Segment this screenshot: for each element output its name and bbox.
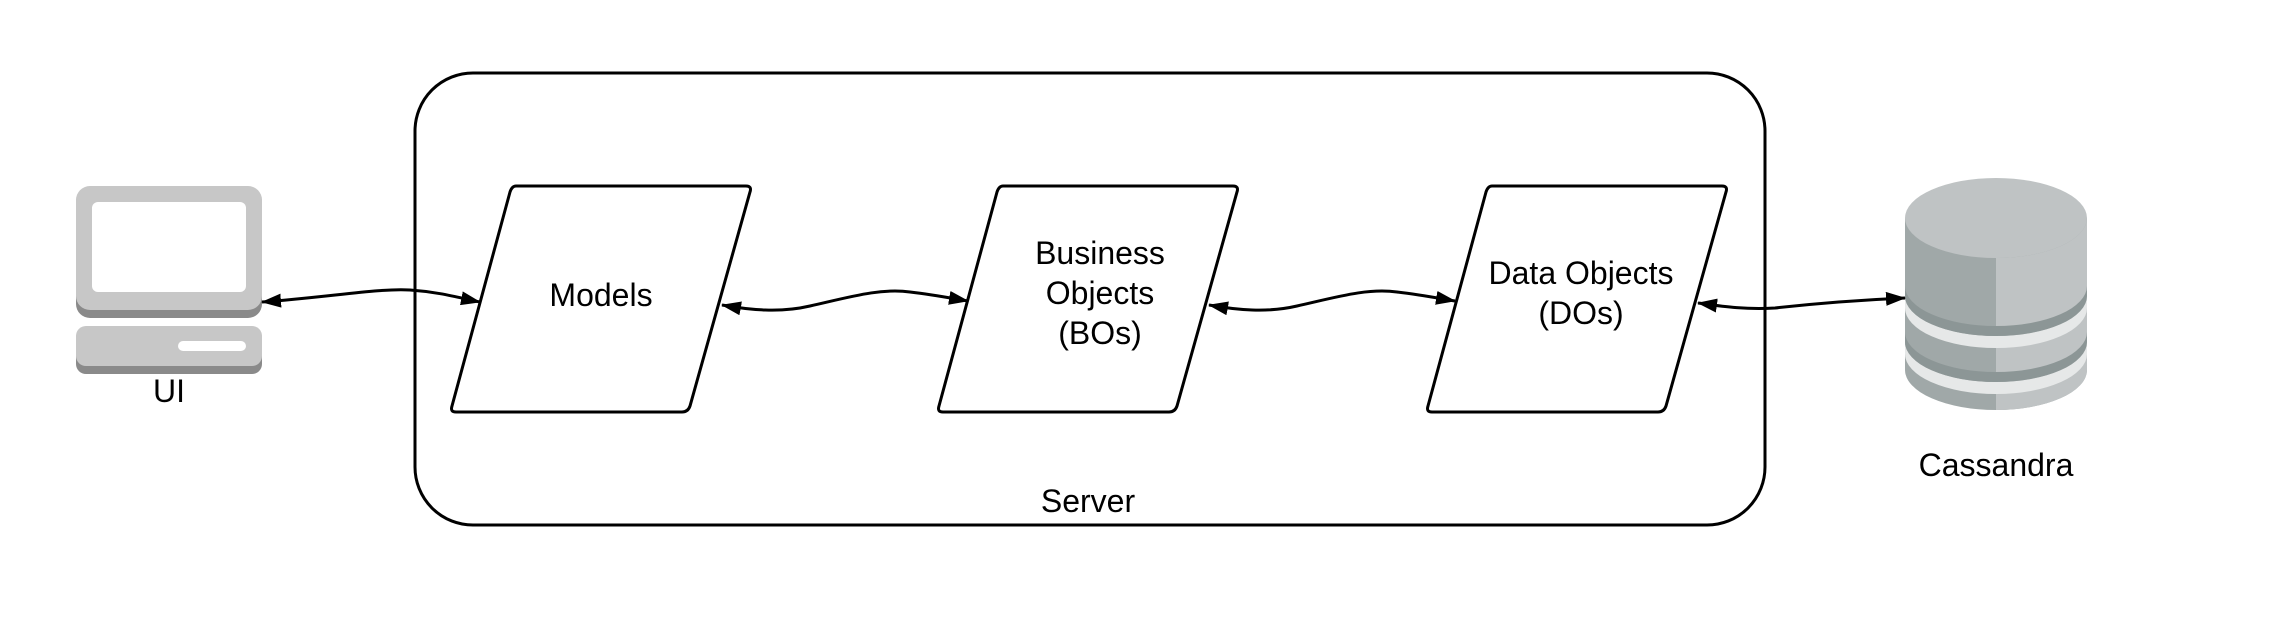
models-node: Models <box>450 184 752 414</box>
business-objects-label-line: Business <box>1035 235 1165 271</box>
data-objects-label-line: Data Objects <box>1489 255 1674 291</box>
business-objects-label-line: (BOs) <box>1058 315 1142 351</box>
computer-icon <box>76 186 262 374</box>
models-label: Models <box>549 277 652 313</box>
ui-label: UI <box>153 373 185 409</box>
database-icon <box>1905 178 2087 410</box>
connector-models-bos <box>721 289 969 316</box>
data-objects-node: Data Objects (DOs) <box>1426 184 1728 414</box>
connector-bos-dos <box>1208 289 1456 316</box>
cassandra-label: Cassandra <box>1919 447 2074 483</box>
server-label: Server <box>1041 483 1136 519</box>
business-objects-label-line: Objects <box>1046 275 1154 311</box>
connector-dos-cassandra <box>1697 291 1906 313</box>
connector-ui-models <box>261 288 481 308</box>
data-objects-label-line: (DOs) <box>1538 295 1623 331</box>
models-label-line: Models <box>549 277 652 313</box>
data-objects-label: Data Objects (DOs) <box>1489 255 1674 331</box>
